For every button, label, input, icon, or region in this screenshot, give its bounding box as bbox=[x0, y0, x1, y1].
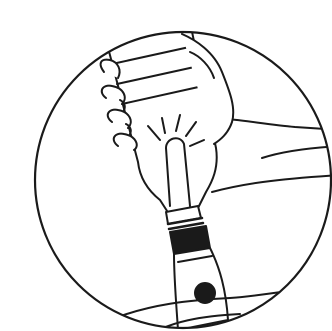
device-icon bbox=[170, 226, 228, 330]
